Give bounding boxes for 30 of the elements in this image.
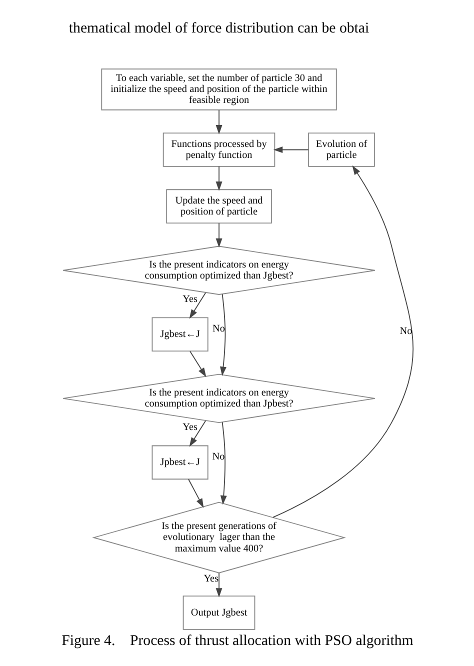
node-box: Jpbest←J [151,445,208,480]
label: thematical model of force distribution can be obtai [68,20,369,37]
caption: Figure 4. Process of thrust allocation with PSO algorithm [61,633,413,650]
node-box: Evolution of particle [308,132,374,167]
arrow [189,350,206,378]
node-box: Functions processed by penalty function [162,132,275,167]
node-diamond: Is the present indicators on energy consumption optimized than Jgbest? [62,246,375,295]
edge-label: Yes [182,294,197,305]
arrow [215,222,222,248]
arrow [188,292,206,319]
node-box: Update the speed and position of particle [166,189,272,224]
arrow [272,165,414,518]
arrow [220,294,226,376]
arrow [215,110,222,134]
edge-label: No [212,323,224,334]
node-diamond: Is the present indicators on energy consumption optimized than Jpbest? [62,374,375,424]
arrow [188,478,204,508]
node-box: To each variable, set the number of particle 30 and initialize the speed and position of the particle within feasible region [100,68,336,110]
edge-label: No [399,326,412,338]
edge-label: Yes [203,574,218,585]
edge-label: No [212,452,224,463]
arrow [215,166,222,191]
arrow [220,422,226,505]
node-box: Output Jgbest [182,596,255,630]
arrow [215,572,222,598]
edge-label: Yes [182,422,197,433]
node-diamond: Is the present generations of evolutionary lager than the maximum value 400? [92,502,346,574]
node-box: Jgbest←J [151,317,208,352]
arrow [188,420,206,447]
arrow [272,146,308,153]
